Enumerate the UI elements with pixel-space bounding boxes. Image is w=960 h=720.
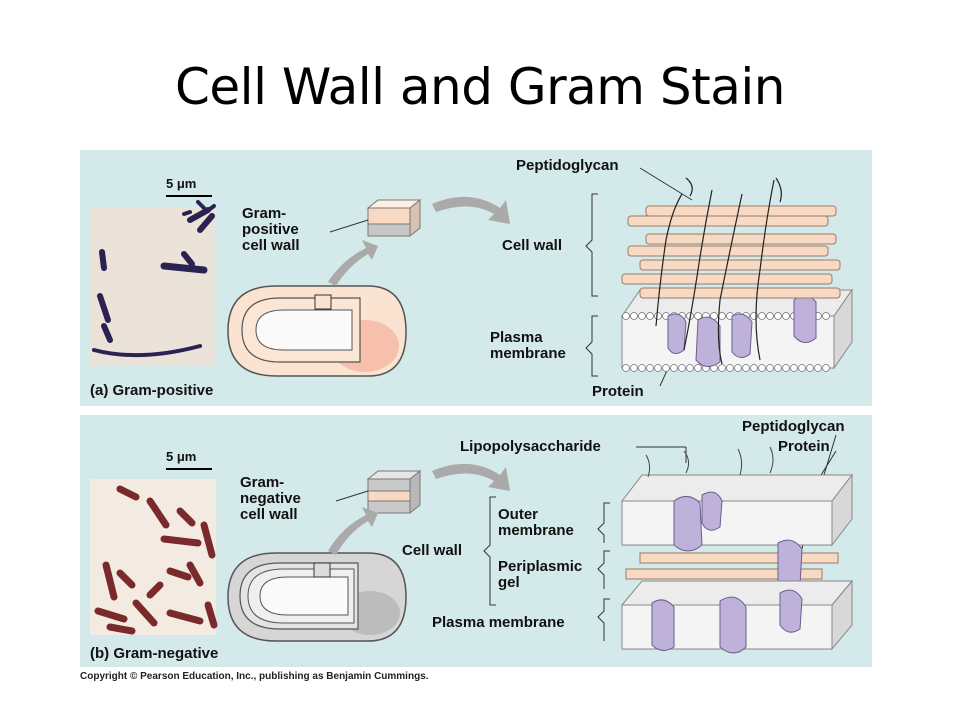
phospholipid-head [766,312,774,320]
phospholipid-head [734,364,742,372]
phospholipid-head [646,312,654,320]
phospholipid-head [622,312,630,320]
phospholipid-head [686,364,694,372]
gram-negative-wall-label: Gram- negative cell wall [240,474,301,523]
phospholipid-head [766,364,774,372]
phospholipid-head [774,364,782,372]
outer-membrane-label: Outer membrane [498,506,574,539]
gram-positive-cell [227,285,407,377]
phospholipid-head [742,364,750,372]
gram-stain-figure: 5 μm Gram- positive cell wall Peptidogly… [80,150,872,670]
gram-negative-diagram [90,434,854,654]
gram-positive-wall-cube [329,198,422,238]
phospholipid-head [630,364,638,372]
peptidoglycan-label-b: Peptidoglycan [742,418,845,435]
gram-negative-wall-cube [335,469,422,515]
gram-negative-caption: (b) Gram-negative [90,645,219,662]
periplasmic-gel-label: Periplasmic gel [498,558,583,591]
phospholipid-head [726,364,734,372]
plasma-membrane-label-a: Plasma membrane [490,329,566,362]
cell-wall-label-b: Cell wall [402,542,463,559]
gram-positive-strands [655,177,782,365]
phospholipid-head [750,364,758,372]
phospholipid-head [782,364,790,372]
cell-wall-label-a: Cell wall [502,237,563,254]
phospholipid-head [718,312,726,320]
gram-positive-arrows [328,196,510,286]
phospholipid-head [654,312,662,320]
gram-positive-scale-label: 5 μm [166,176,197,191]
gram-negative-cell [227,552,407,642]
gram-positive-diagram [90,167,853,387]
slide-title: Cell Wall and Gram Stain [175,58,785,116]
gram-negative-panel: 5 μm Gram- negative cell wall Lipopolysa… [80,415,872,667]
peptidoglycan-rod [645,233,837,245]
gram-positive-wall-label: Gram- positive cell wall [242,205,300,254]
gram-negative-plasma-membrane [620,579,854,654]
peptidoglycan-label-a: Peptidoglycan [516,157,619,174]
phospholipid-head [758,312,766,320]
gram-positive-micrograph [90,195,216,366]
phospholipid-head [806,364,814,372]
peptidoglycan-rod [639,259,841,271]
phospholipid-head [782,312,790,320]
lipopolysaccharide-label: Lipopolysaccharide [460,438,601,455]
phospholipid-head [718,364,726,372]
phospholipid-head [774,312,782,320]
phospholipid-head [662,364,670,372]
phospholipid-head [638,364,646,372]
phospholipid-head [646,364,654,372]
gram-positive-peptidoglycan-layers [621,205,841,299]
phospholipid-head [758,364,766,372]
copyright-notice: Copyright © Pearson Education, Inc., pub… [80,671,429,682]
protein-label-b: Protein [778,438,830,455]
phospholipid-head [630,312,638,320]
phospholipid-head [822,312,830,320]
phospholipid-head [814,364,822,372]
protein-label-a: Protein [592,383,644,400]
peptidoglycan-rod [627,245,829,257]
peptidoglycan-rod [627,215,829,227]
gram-negative-outer-membrane [620,446,854,552]
phospholipid-head [638,312,646,320]
phospholipid-head [694,364,702,372]
phospholipid-head [678,364,686,372]
gram-negative-micrograph [90,468,218,635]
phospholipid-head [822,364,830,372]
gram-positive-caption: (a) Gram-positive [90,382,214,399]
peptidoglycan-rod [639,287,841,299]
peptidoglycan-rod [621,273,833,285]
phospholipid-head [798,364,806,372]
plasma-membrane-label-b: Plasma membrane [432,614,565,631]
phospholipid-head [790,364,798,372]
gram-positive-plasma-membrane [621,288,853,372]
gram-negative-peptidoglycan-layer [625,539,839,589]
phospholipid-head [622,364,630,372]
phospholipid-head [670,364,678,372]
gram-negative-arrows [328,463,510,555]
gram-negative-scale-label: 5 μm [166,449,197,464]
phospholipid-head [654,364,662,372]
gram-positive-panel: 5 μm Gram- positive cell wall Peptidogly… [80,150,872,406]
